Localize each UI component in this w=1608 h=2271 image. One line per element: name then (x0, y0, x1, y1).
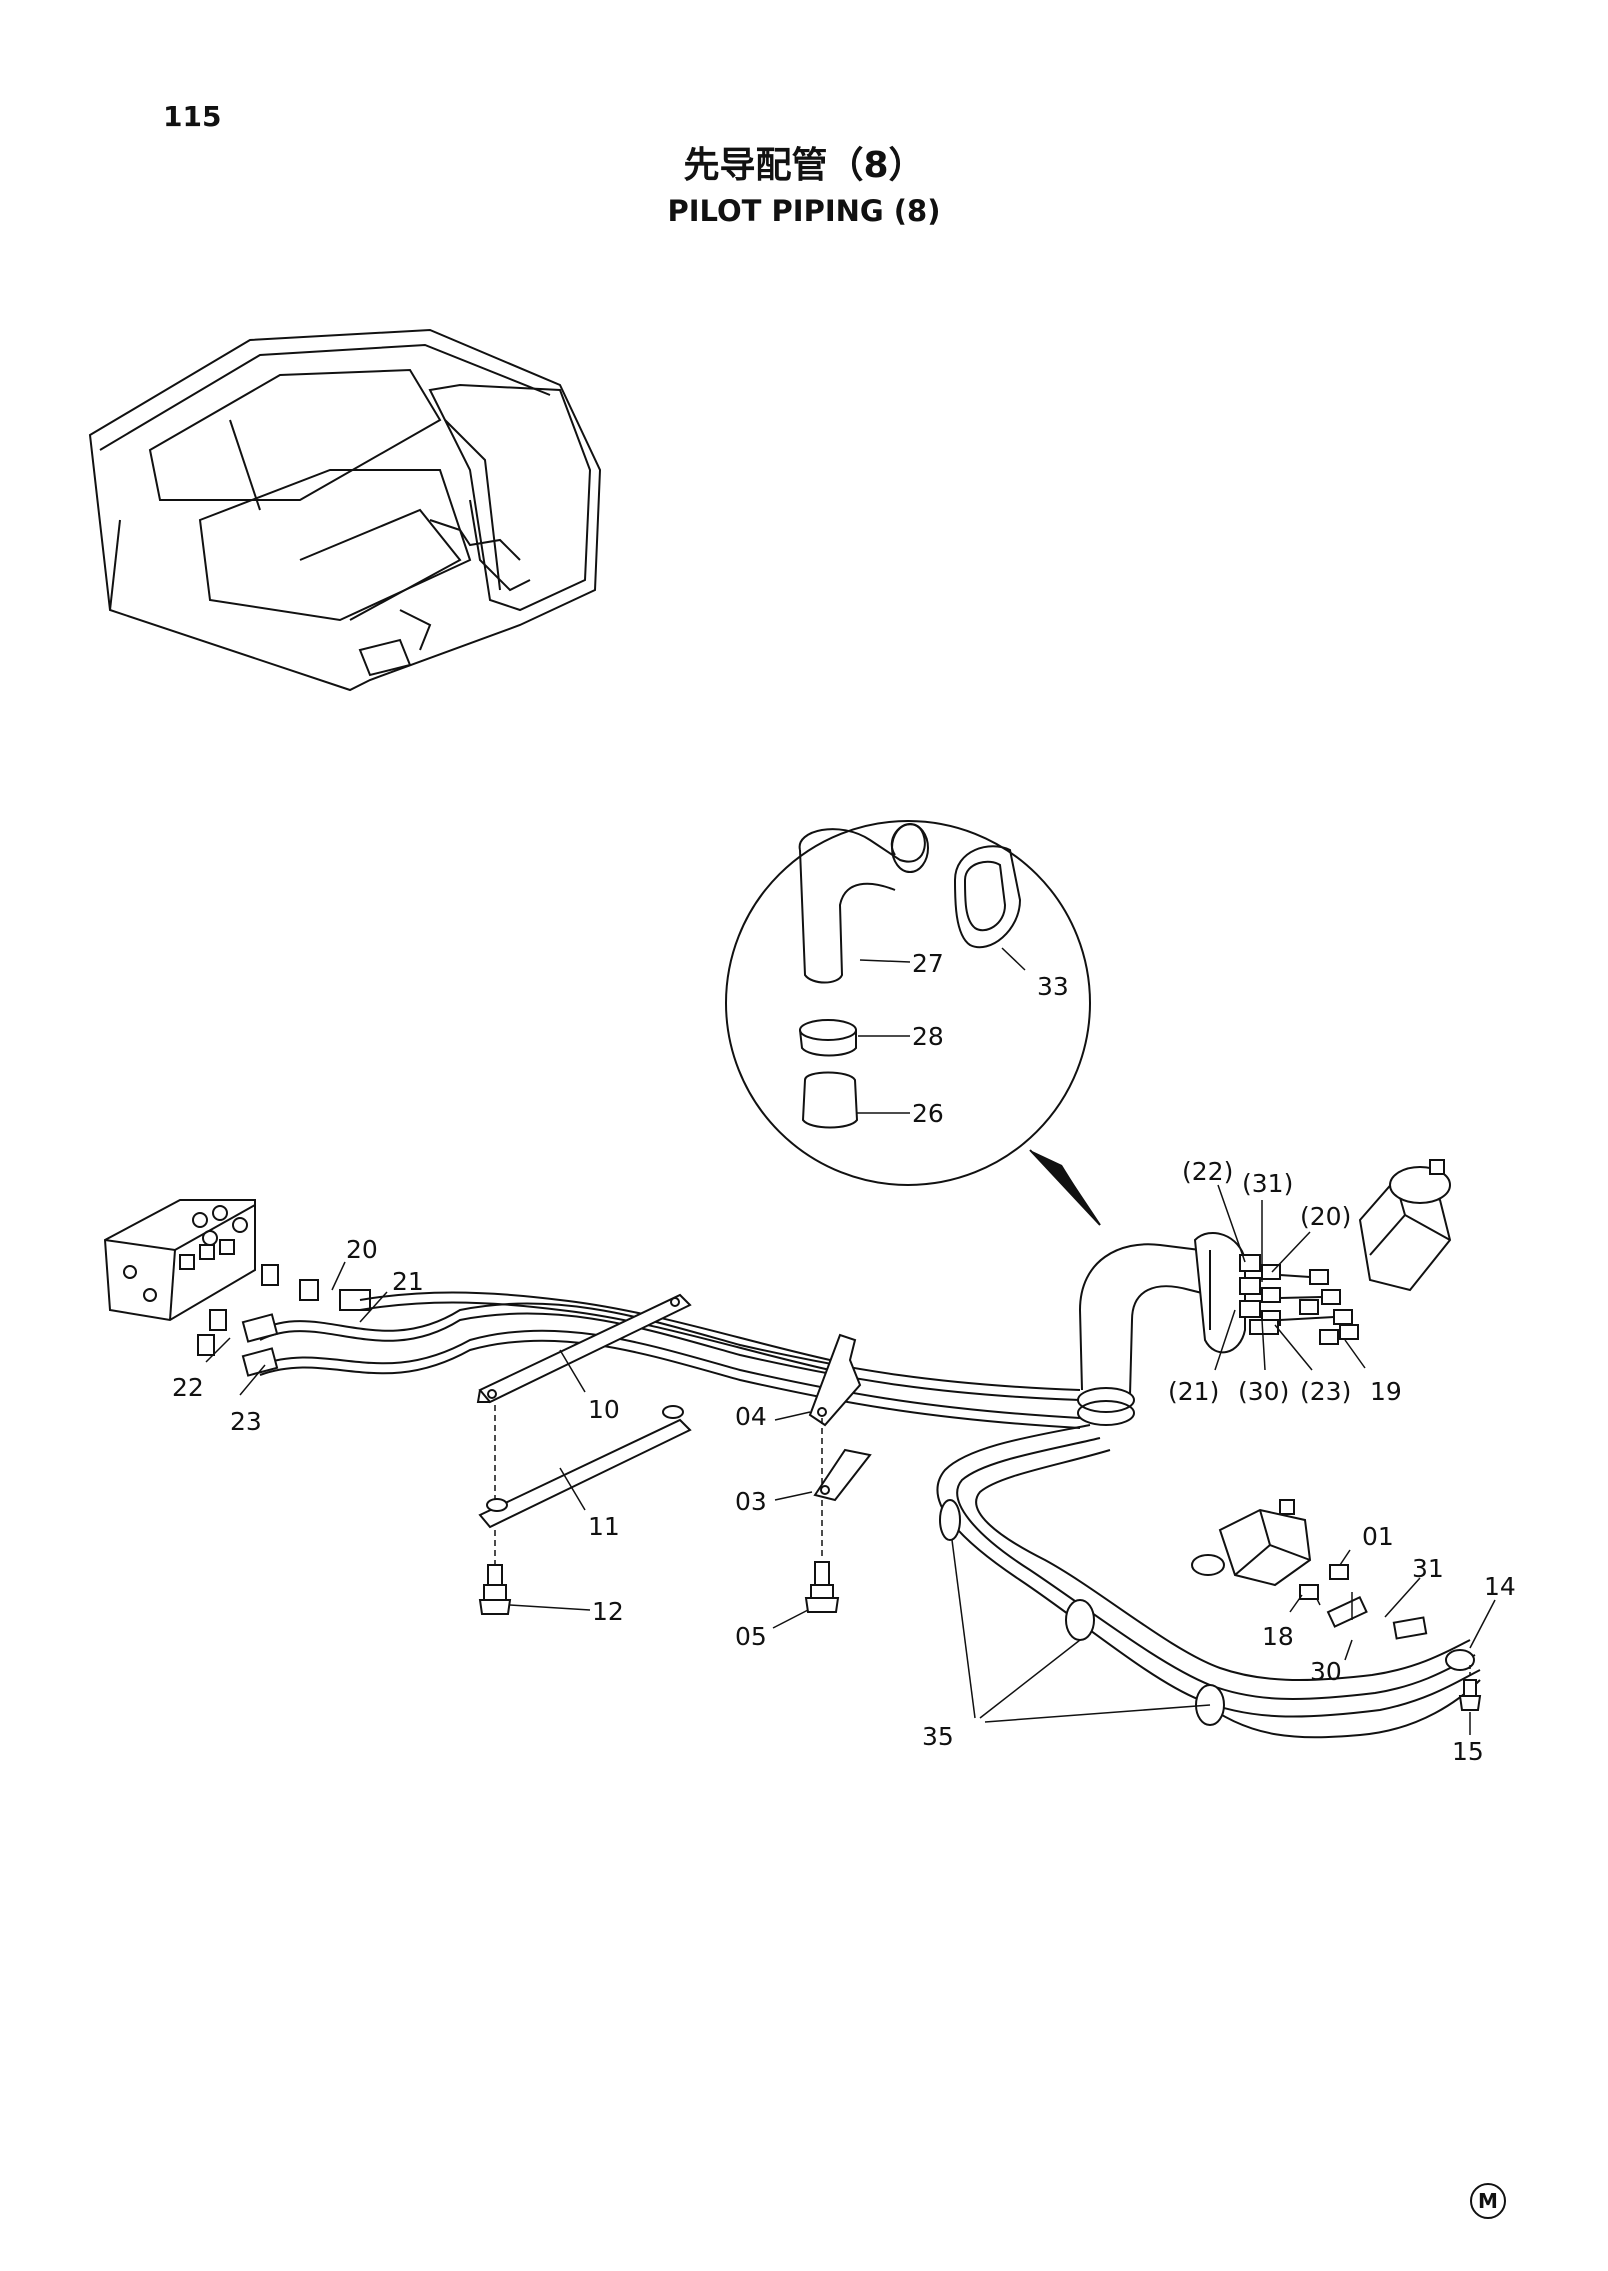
label-31-ref: (31) (1242, 1169, 1293, 1198)
label-26: 26 (912, 1099, 944, 1128)
part-labels: 27 33 28 26 (22) (31) (20) (21) (30) (23… (172, 949, 1516, 1766)
label-18: 18 (1262, 1622, 1294, 1651)
lower-hose-loop (936, 1424, 1496, 1739)
label-01: 01 (1362, 1522, 1394, 1551)
bracket-10-11 (476, 1293, 692, 1615)
label-03: 03 (735, 1487, 767, 1516)
machine-overview-illustration (88, 328, 602, 692)
label-21: 21 (392, 1267, 424, 1296)
label-31: 31 (1412, 1554, 1444, 1583)
label-28: 28 (912, 1022, 944, 1051)
label-22-ref: (22) (1182, 1157, 1233, 1186)
label-21-ref: (21) (1168, 1377, 1219, 1406)
label-33: 33 (1037, 972, 1069, 1001)
label-30: 30 (1310, 1657, 1342, 1686)
hose-bundle (241, 1291, 1081, 1429)
label-20-ref: (20) (1300, 1202, 1351, 1231)
title-english: PILOT PIPING (8) (667, 194, 941, 228)
label-04: 04 (735, 1402, 767, 1431)
label-12: 12 (592, 1597, 624, 1626)
title-chinese: 先导配管（8） (683, 145, 925, 186)
label-27: 27 (912, 949, 944, 978)
right-pilot-valve-assembly (1077, 1159, 1452, 1426)
label-15: 15 (1452, 1737, 1484, 1766)
label-20: 20 (346, 1235, 378, 1264)
label-23: 23 (230, 1407, 262, 1436)
corner-mark-m: M (1470, 2183, 1506, 2219)
small-valve (1191, 1499, 1351, 1613)
left-leaders (205, 1261, 388, 1396)
label-23-ref: (23) (1300, 1377, 1351, 1406)
page-number: 115 (163, 100, 222, 133)
bracket-04-03 (772, 1333, 872, 1629)
label-22: 22 (172, 1373, 204, 1402)
label-10: 10 (588, 1395, 620, 1424)
label-14: 14 (1484, 1572, 1516, 1601)
detail-circle (725, 820, 1101, 1226)
label-19: 19 (1370, 1377, 1402, 1406)
label-30-ref: (30) (1238, 1377, 1289, 1406)
left-valve-block (103, 1199, 371, 1356)
label-05: 05 (735, 1622, 767, 1651)
label-35: 35 (922, 1722, 954, 1751)
label-11: 11 (588, 1512, 620, 1541)
